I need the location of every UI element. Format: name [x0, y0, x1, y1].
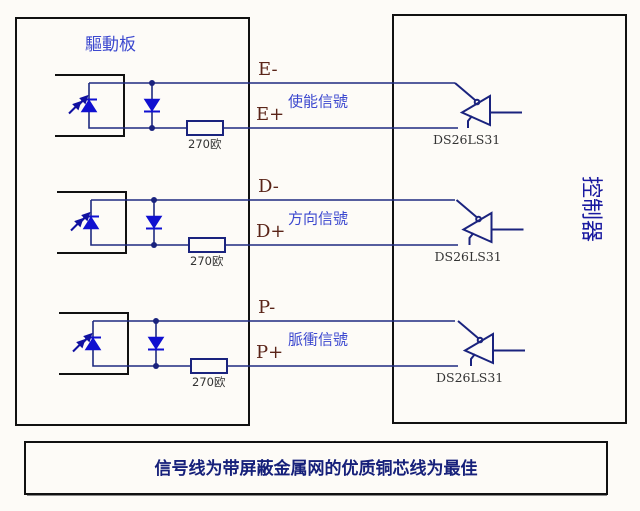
- light-arrowhead-icon: [81, 211, 91, 222]
- protection-diode-icon: [147, 336, 165, 350]
- protection-diode-icon: [143, 98, 161, 112]
- resistor: [190, 358, 228, 374]
- opto-led-icon: [84, 337, 102, 351]
- gate-input-plus-lead: [467, 115, 473, 128]
- chip-label: DS26LS31: [435, 249, 502, 264]
- gate-input-plus-lead: [468, 232, 475, 245]
- light-arrowhead-icon: [83, 332, 93, 343]
- junction-dot: [149, 125, 155, 131]
- pin-plus-label: P+: [256, 342, 283, 363]
- controller-box: [392, 14, 627, 424]
- pin-minus-label: D-: [258, 176, 279, 197]
- resistor-label: 270欧: [188, 137, 222, 151]
- chip-label: DS26LS31: [433, 132, 500, 147]
- driver-board-label: 驅動板: [85, 35, 136, 55]
- channel-2: 270欧 P- P+ 脈衝信號 DS26LS31: [59, 297, 525, 389]
- resistor: [186, 120, 224, 136]
- line-driver-gate-icon: [461, 211, 493, 244]
- pin-plus-label: E+: [256, 104, 284, 125]
- chip-label: DS26LS31: [436, 370, 503, 385]
- light-arrowhead-icon: [79, 94, 89, 105]
- gate-input-minus-lead: [455, 199, 478, 218]
- line-driver-gate-icon: [459, 94, 491, 127]
- opto-inner-wire: [92, 321, 128, 367]
- opto-led-icon: [82, 216, 100, 230]
- pin-minus-label: E-: [258, 59, 278, 80]
- pin-minus-label: P-: [258, 297, 275, 318]
- pin-plus-label: D+: [256, 221, 286, 242]
- note-text: 信号线为带屏蔽金属网的优质铜芯线为最佳: [155, 458, 478, 479]
- junction-dot: [153, 318, 159, 324]
- channel-1: 270欧 D- D+方向信號 DS26LS31: [57, 176, 524, 268]
- optocoupler-outline: [59, 312, 129, 375]
- resistor: [188, 237, 226, 253]
- protection-diode-icon: [145, 215, 163, 229]
- signal-label: 使能信號: [288, 93, 348, 111]
- signal-label: 脈衝信號: [288, 331, 348, 349]
- opto-inner-wire: [88, 83, 124, 129]
- line-driver-gate-icon: [462, 332, 494, 365]
- junction-dot: [153, 363, 159, 369]
- driver-board-box: [15, 17, 250, 426]
- optocoupler-outline: [55, 74, 125, 137]
- channel-0: 270欧 E- E+使能信號 DS26LS31: [55, 59, 522, 151]
- note-box: [24, 441, 608, 495]
- gate-input-minus-lead: [454, 82, 476, 101]
- resistor-label: 270欧: [192, 375, 226, 389]
- gate-input-plus-lead: [470, 353, 476, 366]
- junction-dot: [151, 242, 157, 248]
- channels-group: 270欧 E- E+使能信號 DS26LS31 270欧 D- D+方向信號 DS26LS31…: [55, 59, 525, 389]
- opto-inner-wire: [90, 200, 126, 246]
- junction-dot: [151, 197, 157, 203]
- junction-dot: [149, 80, 155, 86]
- controller-label: 控制器: [578, 176, 603, 242]
- resistor-label: 270欧: [190, 254, 224, 268]
- opto-led-icon: [80, 99, 98, 113]
- optocoupler-outline: [57, 191, 127, 254]
- gate-input-minus-lead: [457, 320, 479, 339]
- signal-label: 方向信號: [288, 210, 348, 228]
